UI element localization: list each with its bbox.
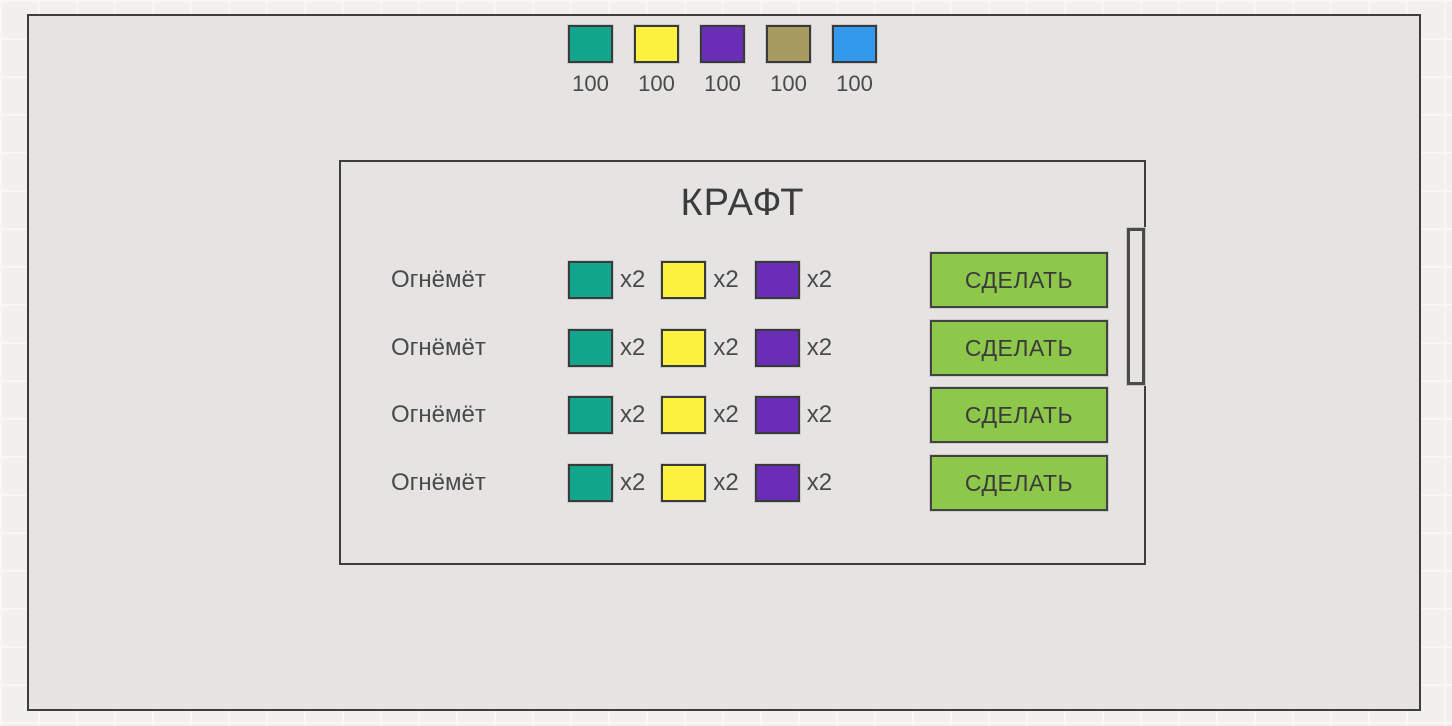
resource-count: 100 bbox=[638, 71, 675, 96]
recipe-name: Огнёмёт bbox=[391, 401, 486, 428]
craft-row: Огнёмёт x2 x2 x2 СДЕЛАТЬ bbox=[341, 453, 1144, 513]
teal-resource-icon bbox=[568, 25, 613, 63]
ingredient-list: x2 x2 x2 bbox=[568, 396, 848, 434]
yellow-resource-icon bbox=[661, 396, 707, 434]
craft-panel: КРАФТ Огнёмёт x2 x2 x2 СДЕЛАТЬ Огнёмёт x… bbox=[339, 160, 1146, 565]
ingredient-qty: x2 bbox=[806, 266, 833, 293]
recipe-name: Огнёмёт bbox=[391, 334, 486, 361]
teal-resource-icon bbox=[568, 261, 613, 299]
purple-resource-icon bbox=[700, 25, 745, 63]
make-button[interactable]: СДЕЛАТЬ bbox=[930, 252, 1108, 308]
inventory-item: 100 bbox=[766, 25, 811, 97]
yellow-resource-icon bbox=[661, 261, 707, 299]
purple-resource-icon bbox=[754, 261, 800, 299]
teal-resource-icon bbox=[568, 464, 613, 502]
ingredient-list: x2 x2 x2 bbox=[568, 329, 848, 367]
inventory-item: 100 bbox=[700, 25, 745, 97]
yellow-resource-icon bbox=[661, 329, 707, 367]
resource-count: 100 bbox=[704, 71, 741, 96]
ingredient-qty: x2 bbox=[806, 469, 833, 496]
resource-count: 100 bbox=[836, 71, 873, 96]
ingredient-qty: x2 bbox=[806, 401, 833, 428]
make-button[interactable]: СДЕЛАТЬ bbox=[930, 455, 1108, 511]
make-button[interactable]: СДЕЛАТЬ bbox=[930, 320, 1108, 376]
ingredient-list: x2 x2 x2 bbox=[568, 464, 848, 502]
teal-resource-icon bbox=[568, 329, 613, 367]
yellow-resource-icon bbox=[634, 25, 679, 63]
resource-count: 100 bbox=[572, 71, 609, 96]
ingredient-qty: x2 bbox=[620, 401, 646, 428]
ingredient-qty: x2 bbox=[806, 334, 833, 361]
ingredient-list: x2 x2 x2 bbox=[568, 261, 848, 299]
purple-resource-icon bbox=[754, 329, 800, 367]
craft-row: Огнёмёт x2 x2 x2 СДЕЛАТЬ bbox=[341, 318, 1144, 378]
yellow-resource-icon bbox=[661, 464, 707, 502]
inventory-bar: 100 100 100 100 100 bbox=[568, 25, 877, 97]
ingredient-qty: x2 bbox=[713, 469, 739, 496]
scrollbar-thumb[interactable] bbox=[1127, 228, 1145, 385]
ingredient-qty: x2 bbox=[620, 334, 646, 361]
teal-resource-icon bbox=[568, 396, 613, 434]
recipe-name: Огнёмёт bbox=[391, 469, 486, 496]
ingredient-qty: x2 bbox=[713, 401, 739, 428]
app-frame: 100 100 100 100 100 КРАФТ Огнёмёт x2 bbox=[27, 14, 1421, 711]
panel-title: КРАФТ bbox=[680, 182, 805, 224]
purple-resource-icon bbox=[754, 464, 800, 502]
craft-row: Огнёмёт x2 x2 x2 СДЕЛАТЬ bbox=[341, 250, 1144, 310]
ingredient-qty: x2 bbox=[713, 334, 739, 361]
recipe-name: Огнёмёт bbox=[391, 266, 486, 293]
ingredient-qty: x2 bbox=[620, 266, 646, 293]
make-button[interactable]: СДЕЛАТЬ bbox=[930, 387, 1108, 443]
inventory-item: 100 bbox=[832, 25, 877, 97]
craft-row: Огнёмёт x2 x2 x2 СДЕЛАТЬ bbox=[341, 385, 1144, 445]
purple-resource-icon bbox=[754, 396, 800, 434]
khaki-resource-icon bbox=[766, 25, 811, 63]
blue-resource-icon bbox=[832, 25, 877, 63]
resource-count: 100 bbox=[770, 71, 807, 96]
ingredient-qty: x2 bbox=[620, 469, 646, 496]
ingredient-qty: x2 bbox=[713, 266, 739, 293]
inventory-item: 100 bbox=[634, 25, 679, 97]
inventory-item: 100 bbox=[568, 25, 613, 97]
